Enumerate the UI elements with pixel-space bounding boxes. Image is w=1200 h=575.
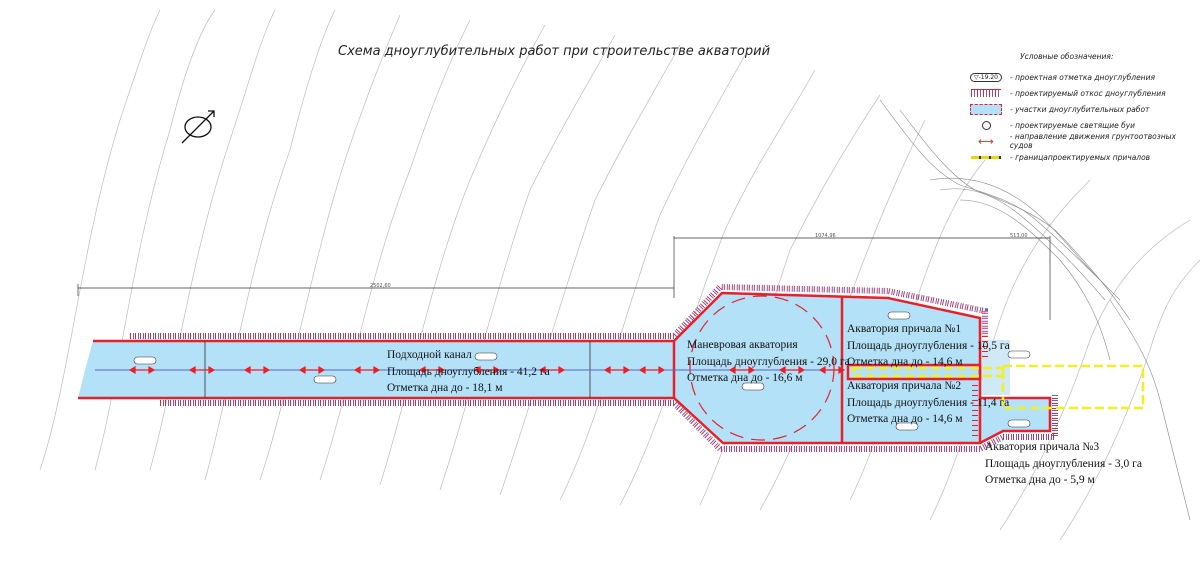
legend-item: ▽-19.20 - проектная отметка дноуглублени… (968, 69, 1200, 85)
route-arrow (818, 365, 846, 375)
legend-item: - границапроектируемых причалов (968, 149, 1200, 165)
route-arrow (298, 365, 326, 375)
legend: Условные обозначения: ▽-19.20 - проектна… (968, 52, 1200, 165)
route-arrow (188, 365, 216, 375)
area-depth: Отметка дна до - 14,6 м (847, 356, 963, 368)
area-depth: Отметка дна до - 16,6 м (687, 372, 803, 384)
depth-marks (133, 311, 1031, 431)
pier-outline (846, 363, 982, 381)
area-size: Площадь дноуглубления - 3,0 га (985, 457, 1142, 470)
depth-mark-symbol: ▽-19.20 (970, 72, 1002, 82)
area-size: Площадь дноуглубления - 41,2 га (387, 365, 550, 378)
route-arrow (538, 365, 566, 375)
legend-item: - проектируемые светящие буи (968, 117, 1200, 133)
area-name: Маневровая акватория (687, 339, 798, 351)
legend-label: - проектная отметка дноуглубления (1010, 72, 1155, 82)
route-arrow (473, 365, 501, 375)
area-name: Акватория причала №2 (847, 380, 962, 392)
shore-terrain (879, 99, 1191, 521)
area-size: Площадь дноуглубления - 29,0 га (687, 355, 850, 368)
dimension-lines (77, 236, 1051, 320)
area-depth: Отметка дна до - 14,6 м (847, 413, 963, 425)
route-arrow (353, 365, 381, 375)
slope-hatching (130, 283, 1058, 452)
legend-label: - проектируемые светящие буи (1010, 120, 1136, 130)
turning-circle (689, 295, 835, 441)
berth3-label: Акватория причала №3 Площадь дноуглублен… (985, 439, 1142, 489)
slope-hatch-icon (968, 88, 1004, 98)
route-arrow (778, 365, 806, 375)
legend-label: - границапроектируемых причалов (1010, 152, 1151, 162)
dimension-label: 513,00 (1010, 233, 1028, 239)
legend-label: - проектируемый откос дноуглубления (1010, 88, 1166, 98)
yellow-dash-icon (968, 152, 1004, 162)
berth1-label: Акватория причала №1 Площадь дноуглублен… (847, 321, 1010, 371)
legend-heading: Условные обозначения: (1020, 52, 1114, 61)
approach-channel-label: Подходной канал Площадь дноуглубления - … (387, 347, 550, 397)
legend-label: - участки дноуглубительных работ (1010, 104, 1150, 114)
legend-item: - участки дноуглубительных работ (968, 101, 1200, 117)
route-arrow (418, 365, 446, 375)
route-arrow (128, 365, 156, 375)
buoy-icon (968, 120, 1004, 130)
dimension-label: 1074,96 (815, 233, 836, 239)
area-depth: Отметка дна до - 5,9 м (985, 474, 1095, 486)
arrow-both-icon: ⟷ (978, 134, 994, 148)
route-arrow (728, 365, 756, 375)
depth-mark-icon: ▽-19.20 (968, 72, 1004, 82)
area-depth: Отметка дна до - 18,1 м (387, 382, 503, 394)
berth2-label: Акватория причала №2 Площадь дноуглублен… (847, 378, 1009, 428)
area-name: Подходной канал (387, 349, 472, 361)
route-arrow (243, 365, 271, 375)
route-arrow (603, 365, 631, 375)
legend-label: - направление движения грунтоотвозных су… (1009, 132, 1176, 150)
dredging-boundaries (78, 291, 1052, 445)
berth-boundaries (851, 364, 1145, 410)
dredging-area-icon (968, 103, 1004, 115)
area-size: Площадь дноуглубления - 11,4 га (847, 396, 1010, 409)
legend-item: - проектируемый откос дноуглубления (968, 85, 1200, 101)
area-name: Акватория причала №1 (847, 323, 962, 335)
area-size: Площадь дноуглубления - 10,5 га (847, 339, 1010, 352)
area-name: Акватория причала №3 (985, 441, 1100, 453)
north-arrow-icon (181, 110, 215, 144)
dimension-label: 2502,60 (370, 283, 391, 289)
drawing-title: Схема дноуглубительных работ при строите… (338, 44, 771, 59)
maneuver-area-label: Маневровая акватория Площадь дноуглублен… (687, 337, 850, 387)
vessel-route (95, 365, 846, 375)
route-arrow (638, 365, 666, 375)
legend-item: ⟷ - направление движения грунтоотвозных … (968, 132, 1200, 150)
